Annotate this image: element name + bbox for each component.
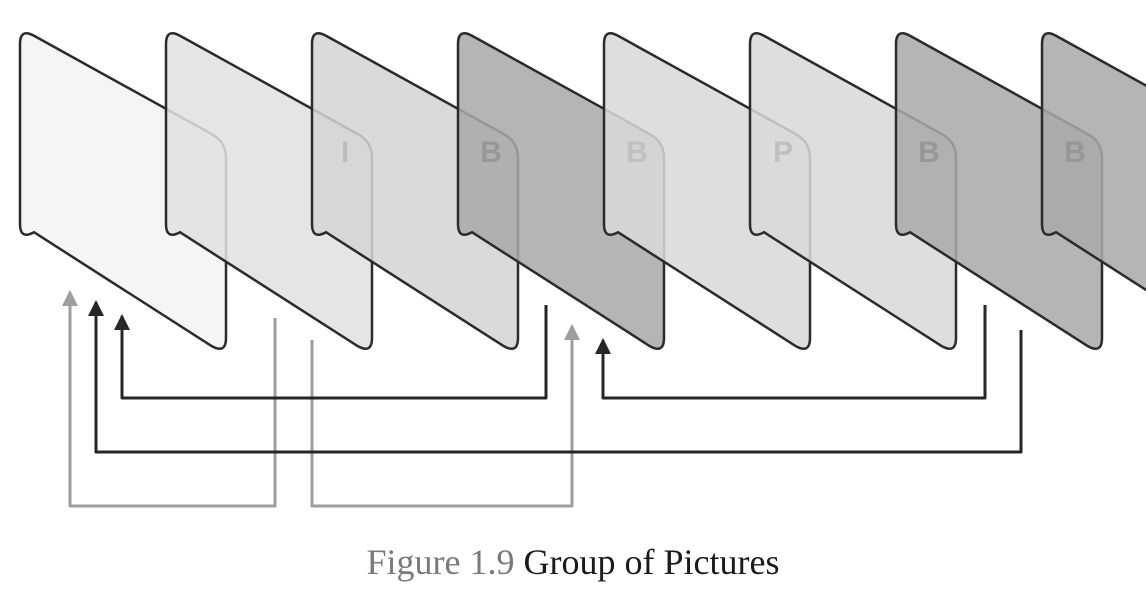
figure-caption: Figure 1.9 Group of Pictures <box>0 538 1146 586</box>
frame-panel <box>1040 32 1146 292</box>
reference-arrow-b2 <box>310 324 580 508</box>
arrowhead-icon <box>88 300 104 316</box>
frame-8: P <box>1040 32 1146 292</box>
arrowhead-icon <box>595 338 611 354</box>
reference-arrow-p1 <box>114 305 548 400</box>
reference-arrow-b3 <box>595 305 987 400</box>
reference-arrows <box>62 290 1023 508</box>
arrowhead-icon <box>114 314 130 330</box>
reference-arrow-p2 <box>88 300 1023 454</box>
frame-stack: IBBPBBP <box>18 32 1146 350</box>
reference-arrow-b1 <box>62 290 277 508</box>
group-of-pictures-diagram: IBBPBBP <box>18 32 1146 508</box>
arrowhead-icon <box>564 324 580 340</box>
figure-number: Figure 1.9 <box>366 542 515 582</box>
figure-title: Group of Pictures <box>523 542 780 582</box>
arrowhead-icon <box>62 290 78 306</box>
